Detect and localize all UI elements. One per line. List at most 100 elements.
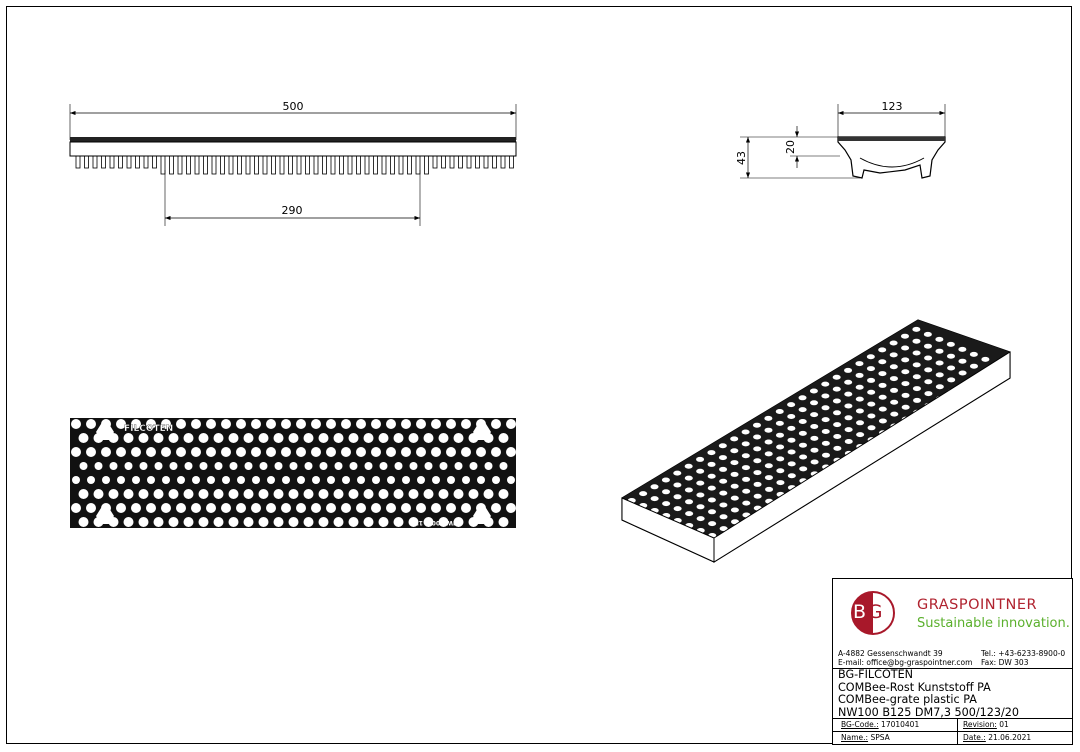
grate-hole (296, 447, 306, 457)
grate-hole (266, 447, 276, 457)
grate-rib (109, 155, 115, 169)
iso-hole (866, 354, 875, 360)
grate-rib (458, 155, 463, 169)
grate-hole (386, 503, 396, 513)
grate-hole (483, 489, 494, 499)
iso-hole (742, 488, 751, 494)
grate-hole (498, 489, 509, 499)
grate-hole (371, 419, 381, 429)
grate-hole (78, 489, 89, 499)
grate-rib (126, 155, 132, 169)
grate-rib (373, 155, 378, 175)
grate-hole (311, 447, 321, 457)
code-revision-row: BG-Code.: 17010401 Revision: 01 (833, 718, 1072, 732)
grate-hole (356, 447, 366, 457)
iso-hole (878, 371, 887, 377)
iso-hole (867, 425, 876, 431)
grate-hole (191, 447, 201, 457)
iso-hole (775, 409, 784, 414)
iso-hole (821, 381, 830, 387)
grate-hole (117, 476, 125, 484)
iso-hole (901, 404, 910, 410)
iso-hole (935, 360, 944, 366)
grate-hole (318, 517, 329, 527)
grate-rib (237, 155, 242, 175)
iso-hole (776, 480, 785, 486)
grate-hole (408, 489, 419, 499)
grate-rib (424, 155, 429, 175)
iso-hole (878, 394, 887, 400)
grate-hole (228, 489, 239, 499)
grate-hole (251, 419, 261, 429)
grate-hole (109, 462, 118, 470)
iso-hole (742, 500, 751, 506)
grate-hole (417, 476, 425, 484)
grate-hole (71, 419, 81, 429)
grate-hole (431, 419, 441, 429)
iso-hole (673, 470, 682, 476)
dimension-123-label: 123 (882, 100, 903, 113)
iso-hole (650, 496, 659, 502)
grate-hole (281, 447, 291, 457)
grate-rib (347, 155, 353, 175)
grate-code-marking: NW 100 B 125 (410, 519, 458, 526)
grate-rib (305, 155, 310, 175)
iso-hole (856, 420, 865, 426)
grate-rib (509, 155, 514, 169)
iso-hole (662, 489, 671, 495)
grate-hole (379, 462, 388, 470)
grate-hole (162, 476, 170, 484)
iso-hole (696, 516, 705, 522)
iso-hole (923, 343, 932, 349)
iso-hole (878, 359, 887, 365)
grate-hole (438, 433, 449, 443)
grate-hole (342, 476, 350, 484)
grate-hole (401, 447, 411, 457)
iso-hole (821, 393, 830, 399)
grate-hole (206, 447, 216, 457)
iso-hole (901, 369, 910, 375)
iso-hole (821, 429, 830, 434)
grate-hole (378, 517, 389, 527)
iso-hole (661, 477, 670, 483)
grate-hole (326, 503, 336, 513)
grate-hole (348, 489, 359, 499)
iso-hole (787, 402, 796, 408)
grate-hole (416, 447, 426, 457)
grate-hole (394, 462, 403, 470)
dimension-290-label: 290 (282, 204, 303, 217)
grate-hole (169, 462, 178, 470)
iso-hole (821, 405, 830, 411)
grate-hole (349, 462, 358, 470)
grate-hole (222, 476, 230, 484)
grate-hole (236, 419, 246, 429)
iso-hole (855, 372, 864, 378)
grate-hole (311, 419, 321, 429)
grate-hole (318, 433, 329, 443)
iso-hole (912, 386, 921, 392)
iso-hole (855, 361, 864, 367)
iso-hole (741, 429, 750, 435)
grate-rib (152, 155, 157, 169)
iso-hole (776, 468, 785, 474)
grate-hole (468, 489, 479, 499)
iso-hole (912, 362, 921, 368)
grate-hole (198, 489, 209, 499)
grate-hole (146, 503, 156, 513)
grate-hole (123, 517, 134, 527)
iso-hole (969, 351, 978, 357)
grate-hole (131, 419, 141, 429)
iso-hole (946, 353, 955, 359)
grate-hole (221, 447, 231, 457)
grate-hole (108, 489, 119, 499)
iso-hole (833, 434, 842, 439)
iso-hole (730, 460, 739, 466)
bg-code: 17010401 (881, 720, 920, 729)
iso-hole (764, 451, 773, 457)
iso-hole (832, 386, 841, 392)
grate-hole (191, 419, 201, 429)
grate-rib (228, 155, 234, 175)
iso-hole (684, 463, 693, 469)
grate-hole (228, 517, 239, 527)
grate-hole (507, 476, 515, 484)
